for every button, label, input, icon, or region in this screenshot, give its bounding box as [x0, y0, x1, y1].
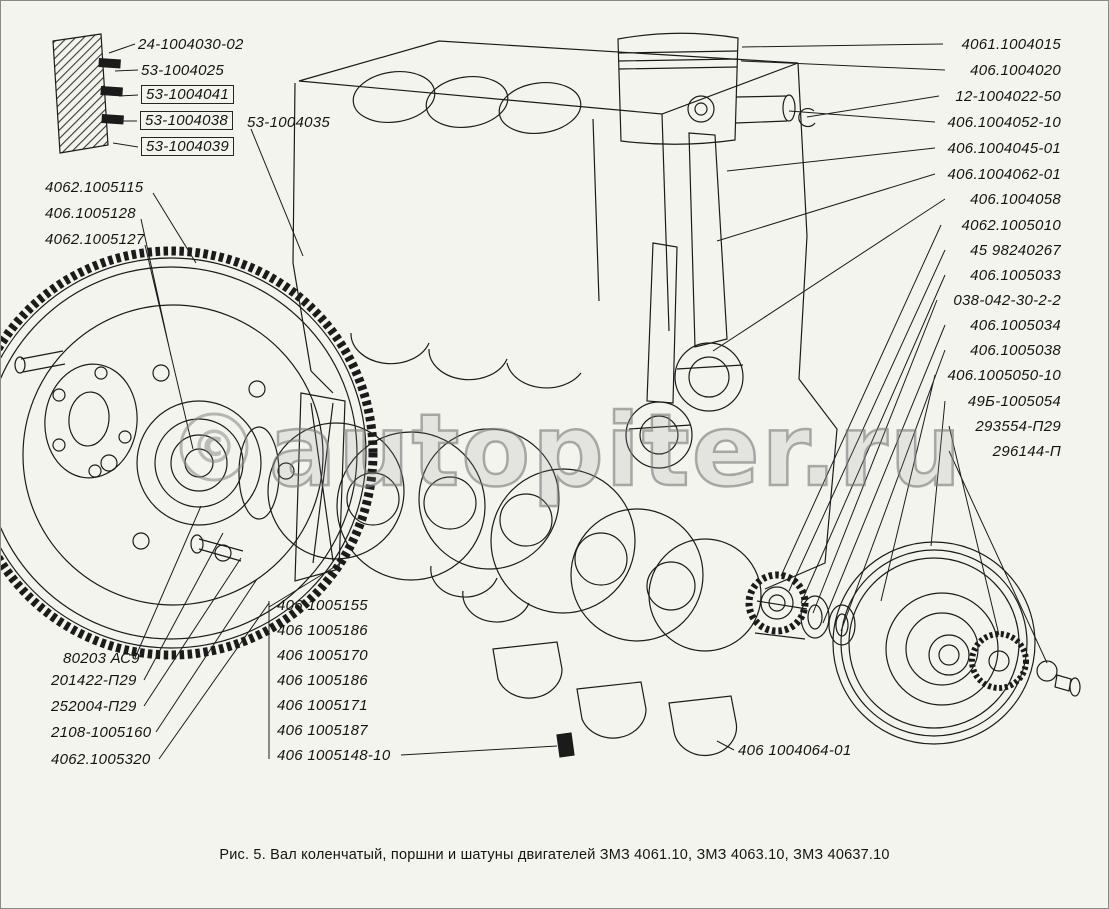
engine-block [292, 40, 838, 590]
part-label: 406.1005034 [970, 317, 1061, 334]
figure-caption: Рис. 5. Вал коленчатый, поршни и шатуны … [219, 847, 890, 863]
part-label: 406 1005148-10 [277, 747, 391, 764]
part-label: 406.1004058 [970, 191, 1061, 208]
part-label: 406.1004020 [970, 62, 1061, 79]
part-label: 406.1005050-10 [947, 367, 1061, 384]
part-label: 252004-П29 [51, 698, 137, 715]
part-label: 53-1004038 [140, 111, 234, 130]
part-label: 53-1004039 [141, 137, 235, 156]
part-label: 406 1005187 [277, 722, 368, 739]
watermark: © autopiter.ru [179, 391, 963, 510]
copyright-icon: © [191, 420, 237, 474]
part-label: 406.1004052-10 [947, 114, 1061, 131]
part-label: 4062.1005127 [45, 231, 145, 248]
block-fragment [52, 33, 124, 154]
clutch-bracket [190, 392, 346, 582]
part-label: 53-1004025 [141, 62, 225, 79]
part-label: 406.1005033 [970, 267, 1061, 284]
part-label: 4062.1005010 [961, 217, 1061, 234]
part-label: 80203 АС9 [63, 650, 140, 667]
part-label: 45 98240267 [970, 242, 1061, 259]
part-label: 406 1005186 [277, 672, 368, 689]
part-label: 406 1004064-01 [738, 742, 852, 759]
part-label: 296144-П [992, 443, 1061, 460]
part-label: 12-1004022-50 [955, 88, 1061, 105]
crankshaft [238, 422, 856, 652]
part-label: 24-1004030-02 [138, 36, 244, 53]
part-label: 406 1005155 [277, 597, 368, 614]
part-label: 406.1005038 [970, 342, 1061, 359]
part-label: 4062.1005115 [45, 179, 144, 196]
rear-flange [14, 350, 138, 479]
part-label: 4062.1005320 [51, 751, 151, 768]
pulley-damper [832, 541, 1081, 745]
part-label: 201422-П29 [51, 672, 137, 689]
part-label: 406.1005128 [45, 205, 136, 222]
part-label: 038-042-30-2-2 [953, 292, 1061, 309]
part-label: 4061.1004015 [961, 36, 1061, 53]
leader-lines [108, 43, 1048, 760]
piston-and-rods [617, 32, 816, 469]
part-label: 406.1004045-01 [947, 140, 1061, 157]
part-label: 53-1004041 [141, 85, 235, 104]
bearing-caps [430, 565, 738, 758]
part-label: 406.1004062-01 [947, 166, 1061, 183]
part-label: 406 1005170 [277, 647, 368, 664]
part-label: 406 1005171 [277, 697, 368, 714]
part-label: 406 1005186 [277, 622, 368, 639]
part-label: 49Б-1005054 [967, 393, 1061, 410]
watermark-text: autopiter.ru [269, 392, 963, 509]
part-label: 53-1004035 [247, 114, 331, 131]
part-label: 293554-П29 [975, 418, 1061, 435]
part-label: 2108-1005160 [51, 724, 152, 741]
